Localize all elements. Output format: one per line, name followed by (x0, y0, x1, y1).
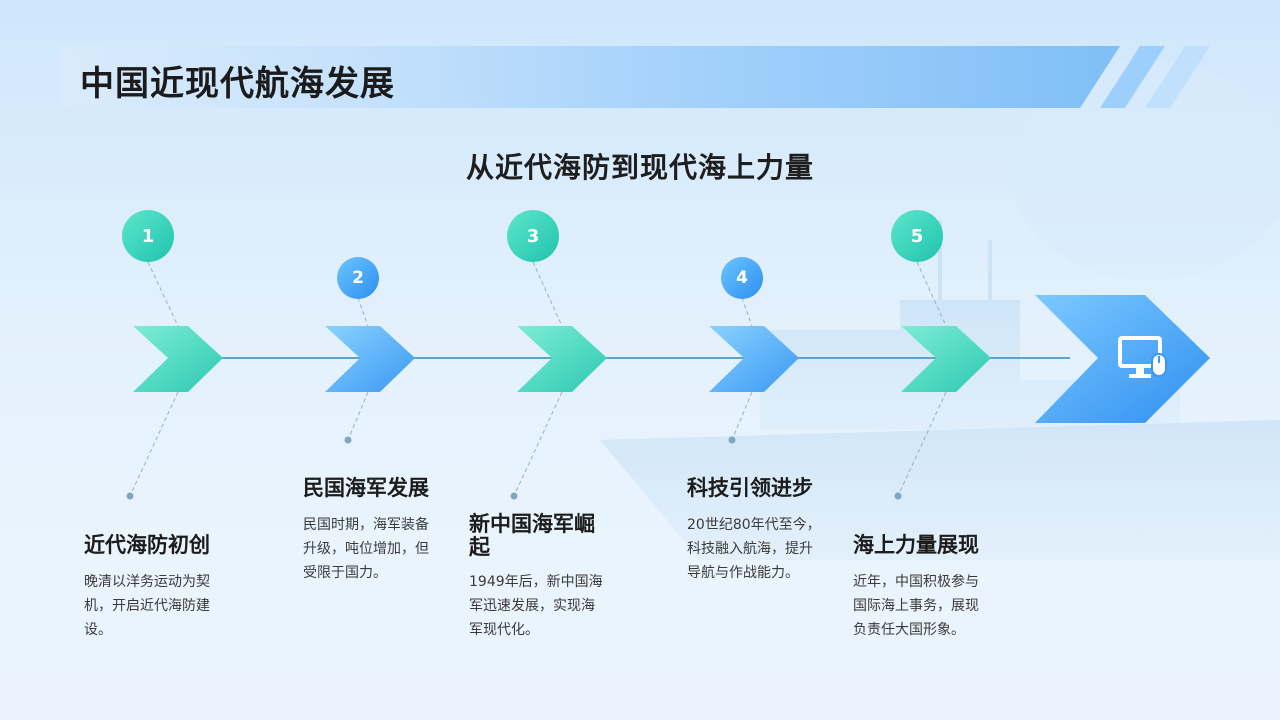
step-4-title: 科技引领进步 (687, 476, 813, 500)
step-3-number-badge: 3 (507, 210, 559, 262)
step-3-description: 1949年后，新中国海 军迅速发展，实现海 军现代化。 (469, 574, 603, 638)
step-5-description: 近年，中国积极参与 国际海上事务，展现 负责任大国形象。 (853, 574, 979, 638)
step-3-title: 新中国海军崛 起 (469, 512, 595, 559)
step-2-number-badge: 2 (337, 257, 379, 299)
step-4-description: 20世纪80年代至今， 科技融入航海，提升 导航与作战能力。 (687, 517, 821, 581)
title-banner (60, 46, 1210, 108)
end-chevron (1035, 295, 1210, 423)
step-1-title: 近代海防初创 (84, 533, 210, 557)
step-5-number-badge: 5 (891, 210, 943, 262)
step-5-title: 海上力量展现 (853, 533, 979, 557)
step-2-description: 民国时期，海军装备 升级，吨位增加，但 受限于国力。 (303, 517, 429, 581)
chevron-step-2 (325, 326, 415, 392)
step-4-number-badge: 4 (721, 257, 763, 299)
chevron-step-1 (133, 326, 223, 392)
page-title: 中国近现代航海发展 (80, 64, 395, 104)
step-1-number-badge: 1 (122, 210, 174, 262)
chevron-step-4 (709, 326, 799, 392)
step-1-description: 晚清以洋务运动为契 机，开启近代海防建 设。 (84, 574, 210, 638)
subtitle: 从近代海防到现代海上力量 (465, 151, 814, 184)
computer-monitor-icon (1118, 336, 1167, 378)
step-2-title: 民国海军发展 (303, 476, 429, 500)
chevron-step-3 (517, 326, 607, 392)
chevron-step-5 (901, 326, 991, 392)
